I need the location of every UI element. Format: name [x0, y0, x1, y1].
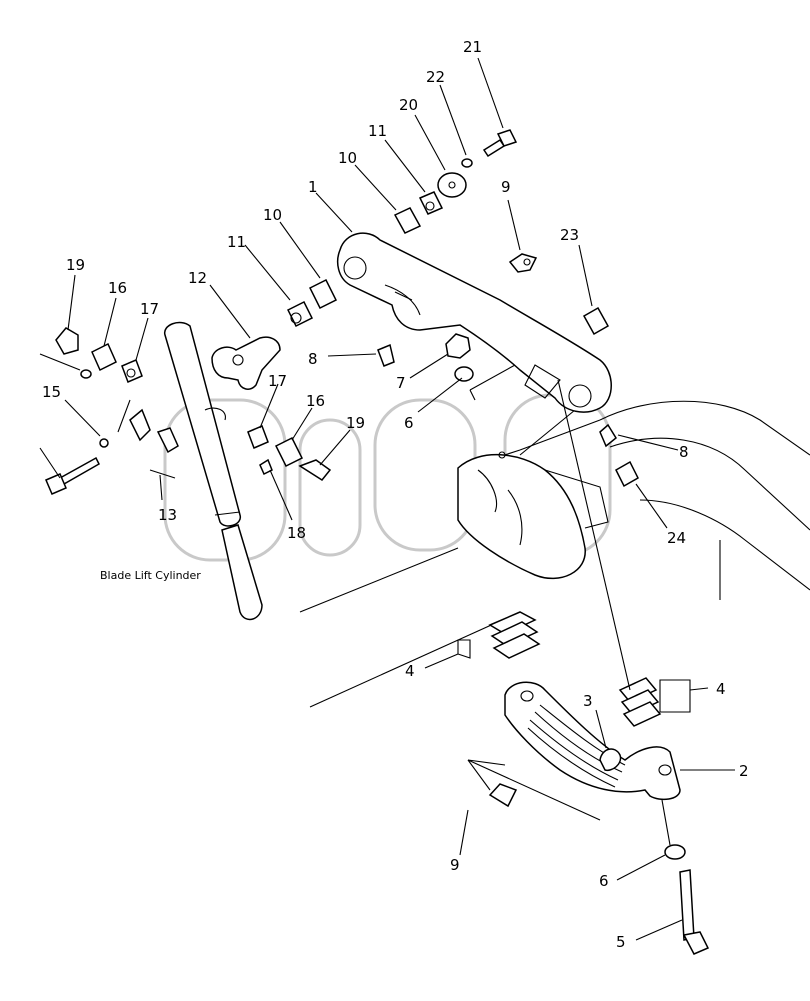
- part-bolt-21: [482, 129, 518, 158]
- part-washer-6-top: [454, 366, 474, 382]
- part-bushing-23: [582, 306, 610, 336]
- callouts: 21 22 20 11 10 1 9 23 10 11 19 12 16 17 …: [42, 38, 749, 951]
- callout-10-top: 10: [338, 149, 357, 167]
- part-washer-15: [99, 438, 109, 448]
- callout-22: 22: [426, 68, 445, 86]
- part-fitting-19-right: [298, 459, 332, 481]
- leaf-spring: [504, 681, 681, 801]
- callout-8-left: 8: [308, 350, 318, 368]
- part-bolt-15: [45, 456, 100, 495]
- part-bushing-16-right: [274, 436, 304, 468]
- callout-11-left: 11: [227, 233, 246, 251]
- callout-8-right: 8: [679, 443, 689, 461]
- part-bolt-5: [679, 869, 710, 955]
- blade-lift-cylinder: [164, 321, 263, 621]
- callout-7: 7: [396, 374, 406, 392]
- callout-1: 1: [308, 178, 318, 196]
- callout-2: 2: [739, 762, 749, 780]
- callout-4-left: 4: [405, 662, 415, 680]
- callout-4-right: 4: [716, 680, 726, 698]
- callout-12: 12: [188, 269, 207, 287]
- part-wear-plates-lower: [618, 677, 662, 727]
- equalizer-bar: [337, 232, 612, 413]
- part-fitting-19-left: [55, 327, 79, 355]
- part-washer-6-bottom: [664, 844, 686, 860]
- cylinder-caption: Blade Lift Cylinder: [100, 569, 201, 582]
- callout-15: 15: [42, 383, 61, 401]
- callout-21: 21: [463, 38, 482, 56]
- part-clevis-12: [211, 336, 281, 390]
- part-bushing-17-left: [121, 359, 143, 383]
- part-fitting-8-right: [599, 423, 617, 448]
- callout-19-right: 19: [346, 414, 365, 432]
- callout-9-top: 9: [501, 178, 511, 196]
- part-fitting-9-top: [508, 253, 538, 273]
- part-small-pin-18: [259, 458, 273, 476]
- callout-16-right: 16: [306, 392, 325, 410]
- part-bushing-24: [615, 460, 639, 488]
- callout-19-left: 19: [66, 256, 85, 274]
- part-nut-7: [445, 333, 471, 359]
- callout-17-left: 17: [140, 300, 159, 318]
- part-bushing-17-right: [247, 425, 269, 449]
- part-washer-22: [461, 158, 473, 168]
- callout-9-bottom: 9: [450, 856, 460, 874]
- callout-17-right: 17: [268, 372, 287, 390]
- callout-5: 5: [616, 933, 626, 951]
- part-plate-20: [437, 172, 467, 198]
- part-bushing-10a: [308, 278, 338, 310]
- callout-16-left: 16: [108, 279, 127, 297]
- callout-23: 23: [560, 226, 579, 244]
- part-bushing-11a: [286, 300, 314, 328]
- callout-20: 20: [399, 96, 418, 114]
- callout-13: 13: [158, 506, 177, 524]
- part-clamp-13: [129, 408, 179, 454]
- part-fitting-9-bottom: [488, 783, 518, 808]
- callout-11-top: 11: [368, 122, 387, 140]
- part-bushing-16-left: [91, 342, 117, 372]
- part-bushing-10b: [393, 207, 422, 234]
- part-wear-plates-upper: [488, 611, 541, 659]
- part-fitting-8-left: [377, 343, 395, 367]
- callout-18: 18: [287, 524, 306, 542]
- part-small-pin: [80, 369, 92, 379]
- callout-6-top: 6: [404, 414, 414, 432]
- frame-body: [299, 364, 810, 708]
- callout-6-bottom: 6: [599, 872, 609, 890]
- leader-lines: [39, 57, 735, 941]
- callout-10-left: 10: [263, 206, 282, 224]
- callout-3: 3: [583, 692, 593, 710]
- part-bushing-11b: [418, 191, 444, 215]
- callout-24: 24: [667, 529, 686, 547]
